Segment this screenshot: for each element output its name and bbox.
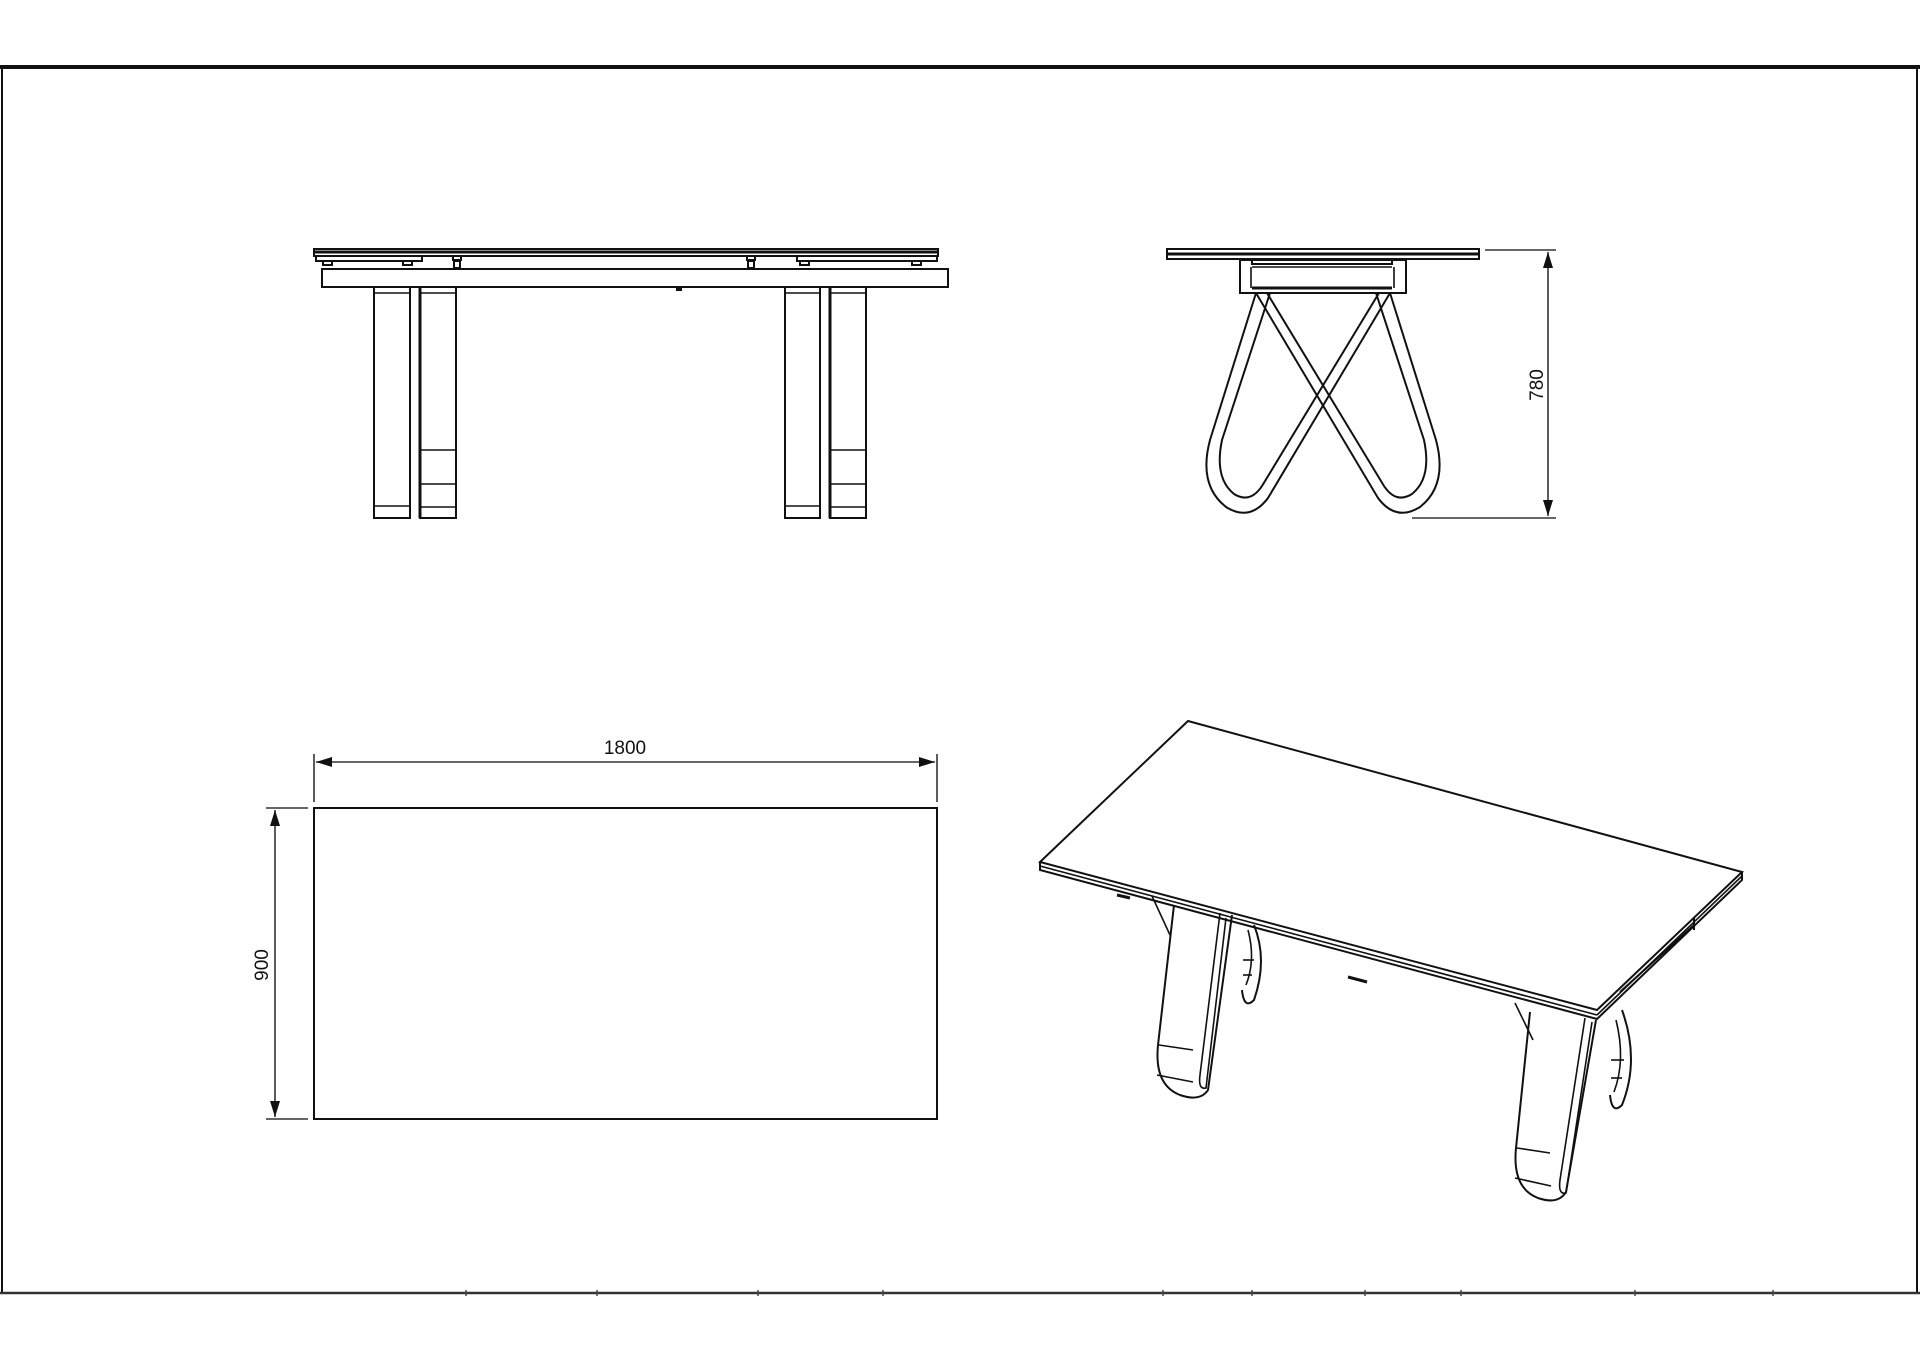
height-dimension-label: 780 — [1527, 369, 1548, 401]
front-elevation-view — [313, 248, 949, 519]
front-left-leg — [373, 286, 457, 519]
length-dimension: 1800 — [313, 738, 938, 802]
height-dimension: 780 — [1412, 249, 1556, 519]
width-dimension-label: 900 — [252, 949, 273, 981]
front-right-leg — [784, 286, 867, 519]
side-elevation-view: 780 — [1166, 248, 1556, 519]
isometric-view — [1038, 719, 1744, 1202]
title-block-dividers — [465, 1290, 1774, 1296]
plan-view: 1800 900 — [252, 738, 938, 1120]
sheet-border — [0, 65, 1920, 1296]
iso-right-leg — [1514, 1002, 1632, 1202]
length-dimension-label: 1800 — [604, 738, 646, 759]
iso-left-leg — [1151, 895, 1262, 1099]
width-dimension: 900 — [252, 807, 308, 1120]
